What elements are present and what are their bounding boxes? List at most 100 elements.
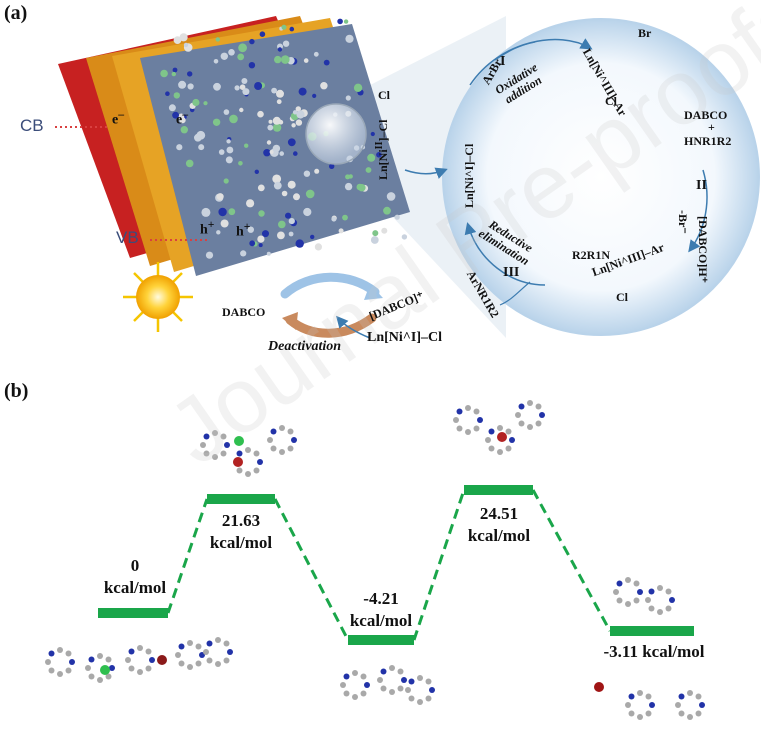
cof-atom <box>248 61 256 69</box>
cof-atom <box>292 110 298 115</box>
cof-atom <box>262 230 269 238</box>
molecule-atom <box>364 682 370 688</box>
cof-atom <box>338 228 344 234</box>
cof-atom <box>173 92 180 99</box>
molecule-atom <box>453 417 459 423</box>
molecule-atom <box>657 609 663 615</box>
energy-label-4: -3.11 kcal/mol <box>603 642 705 661</box>
molecule-atom <box>57 647 63 653</box>
cof-atom <box>223 178 229 184</box>
cof-atom <box>226 146 234 154</box>
hole-1: h+ <box>200 218 215 238</box>
cof-atom <box>272 123 282 132</box>
molecule-atom <box>287 445 294 452</box>
cof-atom <box>254 82 263 90</box>
panel-label-a: (a) <box>4 2 28 24</box>
molecule-atom <box>175 652 181 658</box>
cof-atom <box>198 144 205 151</box>
molecule-atom <box>657 585 663 591</box>
molecule-atom <box>625 601 631 607</box>
molecule-atom <box>425 678 432 685</box>
cof-atom <box>293 151 298 156</box>
molecule-atom <box>473 408 480 415</box>
molecule-atom <box>227 649 233 655</box>
cof-atom <box>258 243 263 248</box>
cof-atom <box>281 190 288 197</box>
ni2-cl-label: Cl <box>378 88 390 102</box>
molecule-atom <box>456 425 463 432</box>
cof-atom <box>323 59 330 66</box>
molecule-atom <box>128 648 135 655</box>
level-1 <box>207 494 275 504</box>
cof-atom <box>187 71 193 77</box>
molecule-atom <box>687 690 693 696</box>
cof-atom <box>239 84 246 90</box>
ni3-top-cl: Cl <box>605 94 617 108</box>
molecule-atom <box>125 657 131 663</box>
molecule-atom <box>645 710 652 717</box>
sun-icon <box>123 262 193 332</box>
cof-atom <box>242 88 250 96</box>
ni1-feed-arrow <box>336 315 371 339</box>
cof-atom <box>249 38 255 45</box>
molecule-atom <box>48 650 55 657</box>
cof-atom <box>288 218 295 225</box>
molecule-atom <box>535 403 542 410</box>
minus-br-label: -Br⁻ <box>676 210 690 234</box>
molecule-atom <box>215 637 221 643</box>
level-4 <box>610 626 694 636</box>
cof-atom <box>272 174 282 184</box>
molecule-atom <box>637 690 643 696</box>
cof-atom <box>254 169 259 174</box>
molecule-atom <box>270 445 277 452</box>
cof-atom <box>194 133 202 142</box>
molecule-atom <box>380 668 387 675</box>
molecule-atom <box>625 577 631 583</box>
molecule-atom <box>408 695 415 702</box>
cof-atom <box>218 149 225 155</box>
panel-label-b: (b) <box>4 380 29 402</box>
cof-atom <box>238 161 243 166</box>
arrow-step-3 <box>464 222 546 286</box>
vb-label: VB <box>116 228 139 247</box>
cof-atom <box>216 230 221 235</box>
molecule-atom <box>220 433 227 440</box>
molecule-atom <box>527 400 533 406</box>
cof-atoms <box>160 18 408 259</box>
molecule-atom <box>109 665 115 671</box>
molecule-atom <box>408 678 415 685</box>
electron-2: e– <box>176 108 189 128</box>
molecule-heteroatom <box>233 457 243 467</box>
cof-atom <box>295 239 304 248</box>
molecule-atom <box>187 664 193 670</box>
cof-atom <box>269 150 274 154</box>
cof-atom <box>257 110 264 118</box>
molecule-atom <box>291 437 297 443</box>
cof-atom <box>229 114 238 124</box>
molecule-heteroatom <box>157 655 167 665</box>
molecule-atom <box>178 660 185 667</box>
cof-atom <box>240 250 247 257</box>
cof-atom <box>205 251 214 259</box>
cof-atom <box>386 192 396 201</box>
cof-atom <box>238 43 248 53</box>
molecule-atom <box>88 673 95 680</box>
cof-atom <box>370 131 375 137</box>
cof-atom <box>293 193 300 201</box>
molecule-atom <box>215 661 221 667</box>
cof-atom <box>312 93 317 98</box>
molecule-atom <box>389 665 395 671</box>
cof-atom <box>257 184 265 192</box>
cof-atom <box>285 212 292 219</box>
molecule-atom <box>85 665 91 671</box>
molecule-atom <box>195 660 202 667</box>
cof-atom <box>313 51 319 57</box>
molecule-atom <box>257 459 263 465</box>
molecule-atom <box>699 702 705 708</box>
molecule-atom <box>488 428 495 435</box>
molecule-atom <box>45 659 51 665</box>
cof-atom <box>310 234 315 240</box>
